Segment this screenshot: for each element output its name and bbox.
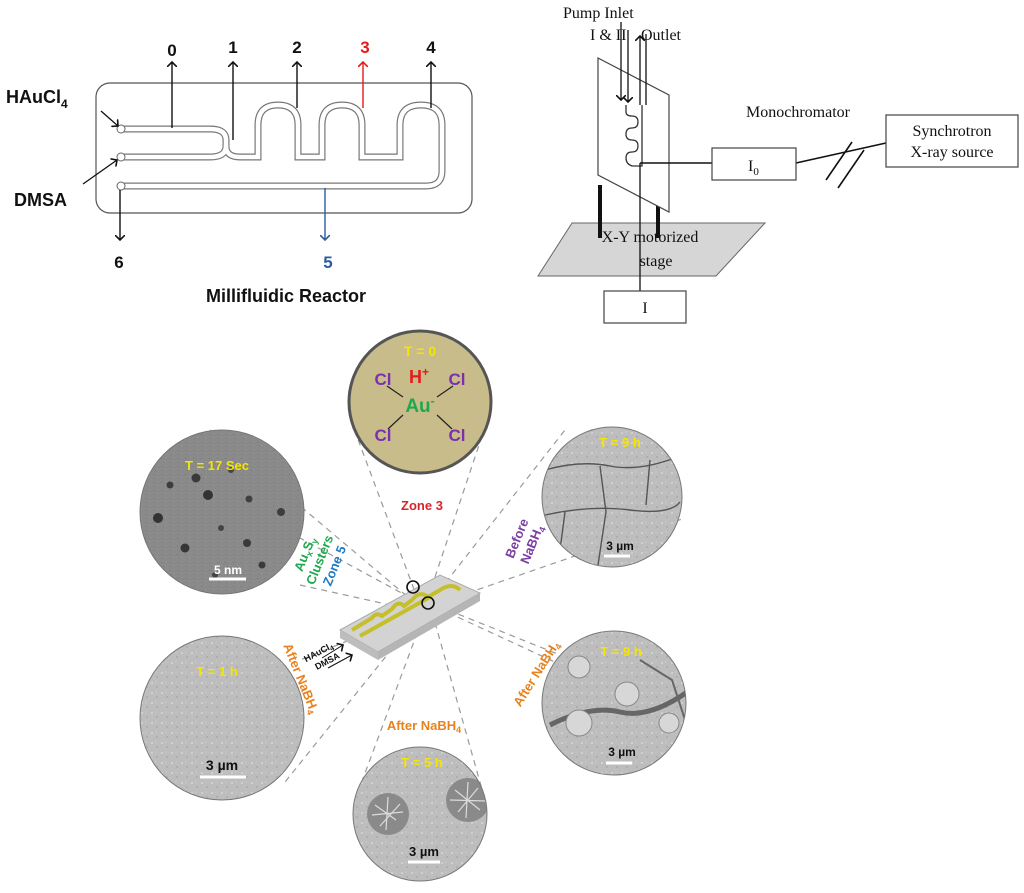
zone3-time: T = 0 xyxy=(404,343,437,359)
xray-setup: Pump Inlet I & II Outlet X-Y motorized s… xyxy=(537,5,1019,324)
sem-5h-scale-label: 3 µm xyxy=(409,844,439,859)
inlet-numbers-label: I & II xyxy=(590,27,626,44)
h-plus: H+ xyxy=(409,365,429,387)
sem-rt-time: T = 9 h xyxy=(599,435,641,450)
source-label-line2: X-ray source xyxy=(910,144,993,161)
monochromator-label: Monochromator xyxy=(746,104,851,121)
cl-bottom-left: Cl xyxy=(375,426,392,445)
dmsa-label: DMSA xyxy=(14,190,67,210)
xy-motorized-stage xyxy=(537,222,767,277)
cl-top-left: Cl xyxy=(375,370,392,389)
pump-inlet-label: Pump Inlet xyxy=(563,5,634,22)
monochromator-crystal-1 xyxy=(825,141,853,181)
zone3-circle: T = 0 H+ Au- Cl Cl Cl Cl xyxy=(347,329,493,475)
reactor-channels xyxy=(118,101,446,190)
port-6-label: 6 xyxy=(114,253,123,272)
before-nabh4-label: Before NaBH4 xyxy=(502,516,548,565)
i-detector xyxy=(603,290,687,324)
port-3-label: 3 xyxy=(360,38,369,57)
reactor-chip xyxy=(95,82,473,214)
tem-scale-label: 5 nm xyxy=(214,563,242,577)
haucl4-label: HAuCl4 xyxy=(6,87,68,111)
sem-5h-time: T = 5 h xyxy=(401,755,443,770)
port-1-label: 1 xyxy=(228,38,237,57)
cl-bottom-right: Cl xyxy=(449,426,466,445)
setup-serpentine-channel xyxy=(625,105,643,167)
au-center: Au- xyxy=(405,394,434,417)
millifluidic-reactor: 0 1 2 3 4 5 6 HAuCl4 DMSA Millifluidic R… xyxy=(6,38,473,306)
dmsa-inlet-arrow xyxy=(82,160,117,185)
zone5-marker xyxy=(421,596,435,610)
port-5-label: 5 xyxy=(323,253,332,272)
i0-label: I0 xyxy=(748,158,759,178)
cl-top-right: Cl xyxy=(449,370,466,389)
i-detector-label: I xyxy=(642,300,647,317)
sem-image-before-nabh4: T = 9 h 3 µm xyxy=(541,426,683,568)
i0-detector xyxy=(711,147,797,181)
haucl4-inlet-arrow xyxy=(100,110,118,126)
zone3-marker xyxy=(406,580,420,594)
tem-time: T = 17 Sec xyxy=(185,458,249,473)
sem-image-5h: T = 5 h 3 µm xyxy=(352,746,488,882)
stage-label-line1: X-Y motorized xyxy=(602,229,699,246)
svg-text:AuxSy: AuxSy xyxy=(291,534,320,574)
reactor-plate xyxy=(597,57,670,213)
sem-rb-time: T = 9 h xyxy=(600,644,642,659)
sem-1h-scale-label: 3 µm xyxy=(206,757,238,773)
monochromator-crystal-2 xyxy=(837,149,865,189)
zone-scheme: T = 0 H+ Au- Cl Cl Cl Cl Zone 3 xyxy=(139,329,687,882)
stage-label-line2: stage xyxy=(640,253,673,270)
inlet-port-2 xyxy=(116,152,126,162)
sem-image-1h: T = 1 h 3 µm xyxy=(139,635,305,801)
sem-rb-scale-label: 3 µm xyxy=(608,745,636,759)
outlet-label: Outlet xyxy=(641,27,682,44)
inlet-port-1 xyxy=(116,124,126,134)
source-label-line1: Synchrotron xyxy=(912,123,991,140)
port-0-label: 0 xyxy=(167,41,176,60)
central-chip: HAuCl4 DMSA xyxy=(302,574,482,672)
outlet-port xyxy=(116,181,126,191)
sem-image-after-nabh4-9h: T = 9 h 3 µm xyxy=(541,630,687,776)
sem-rt-scale-label: 3 µm xyxy=(606,539,634,553)
after-nabh4-label-bottom: After NaBH4 xyxy=(387,718,461,735)
port-4-label: 4 xyxy=(426,38,436,57)
tem-image-17sec: T = 17 Sec 5 nm xyxy=(139,429,305,595)
port-2-label: 2 xyxy=(292,38,301,57)
zone3-label: Zone 3 xyxy=(401,498,443,513)
sem-1h-time: T = 1 h xyxy=(196,664,238,679)
reactor-caption: Millifluidic Reactor xyxy=(206,286,366,306)
synchrotron-source-box xyxy=(885,114,1019,168)
